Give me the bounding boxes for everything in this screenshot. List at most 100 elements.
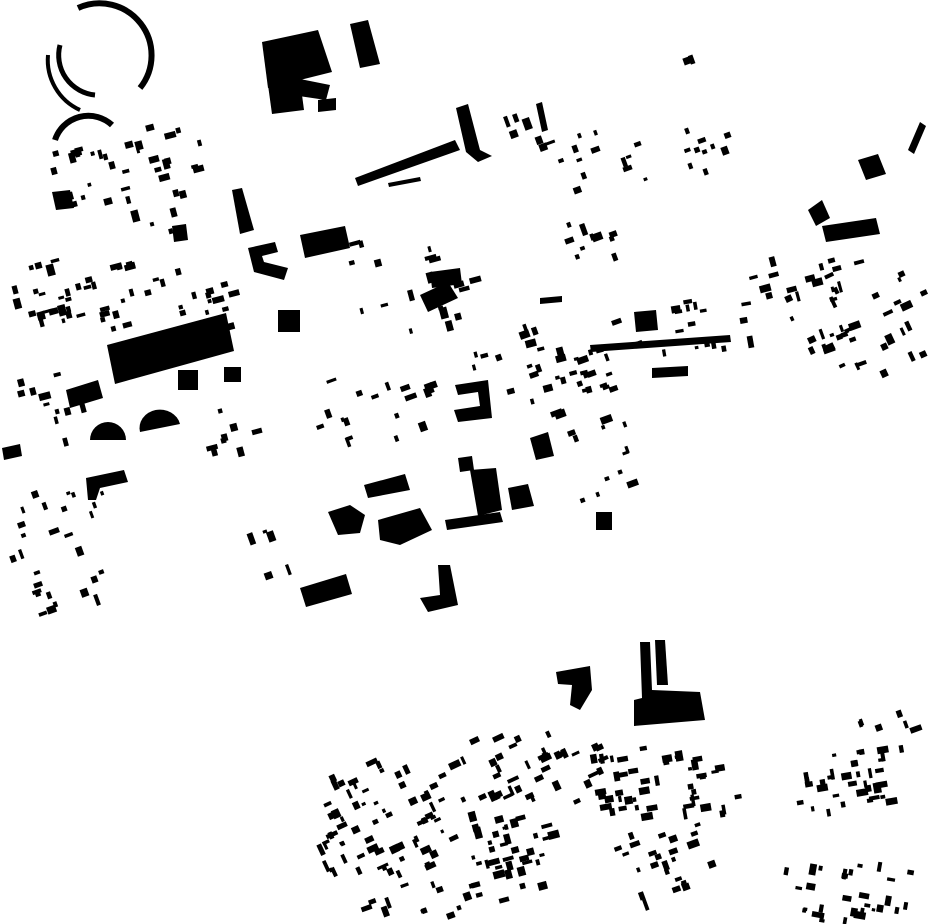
small-building <box>585 385 593 394</box>
building <box>540 296 562 304</box>
small-building <box>16 378 26 388</box>
small-building <box>33 580 44 589</box>
small-building <box>880 794 886 800</box>
small-building <box>746 335 755 349</box>
small-building <box>566 221 572 228</box>
small-building <box>783 866 790 876</box>
small-building <box>803 771 810 785</box>
small-building <box>427 245 432 253</box>
small-building <box>20 532 27 539</box>
small-building <box>413 835 420 843</box>
small-building <box>469 736 481 746</box>
small-building <box>454 312 463 321</box>
small-building <box>58 295 65 300</box>
small-building <box>686 838 701 850</box>
small-building <box>594 787 607 796</box>
small-building <box>608 384 619 393</box>
small-building <box>635 867 641 873</box>
small-building <box>765 291 773 300</box>
small-building <box>191 291 198 300</box>
small-building <box>61 191 75 202</box>
small-building <box>540 764 551 773</box>
small-building <box>576 132 582 139</box>
small-building <box>567 429 577 437</box>
small-building <box>163 130 177 140</box>
small-building <box>215 316 221 324</box>
small-building <box>557 157 565 164</box>
small-building <box>217 408 223 414</box>
small-building <box>609 755 615 763</box>
small-building <box>326 377 337 384</box>
small-building <box>365 757 379 768</box>
small-building <box>460 796 467 803</box>
small-building <box>316 843 326 856</box>
small-building <box>811 910 825 919</box>
small-building <box>380 302 389 308</box>
small-building <box>536 346 545 352</box>
semicircle-building <box>90 422 126 440</box>
small-building <box>56 303 68 317</box>
small-building <box>579 245 586 251</box>
small-building <box>847 780 858 787</box>
small-building <box>408 328 414 335</box>
small-building <box>824 271 835 280</box>
small-building <box>626 478 640 489</box>
small-building <box>125 195 132 205</box>
small-building <box>604 476 610 482</box>
small-building <box>604 794 615 804</box>
small-building <box>398 780 407 790</box>
small-building <box>504 868 513 880</box>
small-building <box>661 754 673 764</box>
small-building <box>178 304 184 310</box>
small-building <box>348 259 356 266</box>
building <box>445 512 503 530</box>
small-building <box>613 845 623 852</box>
small-building <box>492 869 506 880</box>
small-building <box>608 230 618 239</box>
small-building <box>330 808 342 820</box>
small-building <box>220 280 229 289</box>
small-building <box>553 408 567 420</box>
small-building <box>438 306 450 320</box>
small-building <box>897 276 902 283</box>
small-building <box>487 789 498 803</box>
building <box>300 226 350 258</box>
small-building <box>661 349 667 357</box>
small-building <box>909 724 923 734</box>
small-building <box>339 840 345 846</box>
small-building <box>632 339 644 349</box>
small-building <box>721 345 727 353</box>
building <box>420 565 458 612</box>
small-building <box>471 364 477 371</box>
small-building <box>690 788 697 795</box>
small-building <box>381 808 387 814</box>
small-building <box>683 147 691 154</box>
small-building <box>879 750 886 762</box>
small-building <box>579 497 586 504</box>
small-building <box>687 162 694 170</box>
small-building <box>898 744 905 754</box>
small-building <box>627 831 635 841</box>
small-building <box>810 806 815 812</box>
small-building <box>838 362 846 369</box>
small-building <box>60 505 68 513</box>
ring-building-inner <box>56 44 96 98</box>
small-building <box>321 860 331 873</box>
small-building <box>826 808 832 817</box>
small-building <box>74 282 82 291</box>
small-building <box>470 881 481 889</box>
small-building <box>840 801 846 808</box>
small-building <box>554 375 561 380</box>
small-building <box>663 761 670 766</box>
small-building <box>236 446 245 458</box>
building <box>822 218 880 242</box>
small-building <box>398 855 406 863</box>
small-building <box>172 189 180 198</box>
small-building <box>586 369 597 378</box>
small-building <box>802 908 807 913</box>
small-building <box>534 363 543 373</box>
small-building <box>617 469 623 475</box>
small-building <box>527 339 534 348</box>
small-building <box>424 811 435 820</box>
small-building <box>819 918 825 923</box>
